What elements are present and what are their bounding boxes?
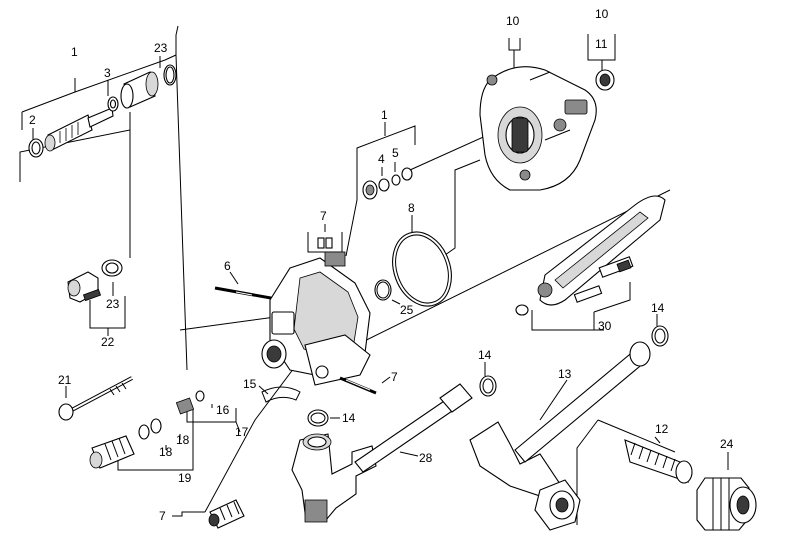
label-part-15: 15 [243, 377, 257, 391]
label-part-28: 28 [419, 451, 433, 465]
part-23-sleeve [120, 64, 177, 109]
part-18-19-cartridge [89, 418, 162, 469]
label-part-4: 4 [378, 152, 385, 166]
main-housing [261, 251, 371, 386]
part-25-o-ring [374, 279, 392, 301]
part-12-filter [624, 439, 693, 484]
label-part-24: 24 [720, 437, 734, 451]
label-part-18: 18 [176, 433, 190, 447]
leader-lines [19, 25, 729, 525]
part-14-ring-right [651, 325, 669, 347]
label-part-21: 21 [58, 373, 72, 387]
label-part-1: 1 [381, 108, 388, 122]
part-7-pin-right [339, 376, 377, 395]
part-28-pipe-tee [291, 383, 473, 523]
part-30-trigger-lever [515, 195, 666, 316]
label-part-7: 7 [159, 509, 166, 523]
label-part-14: 14 [651, 301, 665, 315]
part-1-center-valve [362, 167, 413, 200]
part-8-o-ring [392, 231, 452, 307]
part-11-seal [595, 69, 615, 91]
part-7-springs [317, 237, 333, 249]
label-part-19: 19 [178, 471, 192, 485]
part-2-ring [28, 138, 44, 158]
label-part-17: 17 [235, 425, 249, 439]
label-part-1: 1 [71, 45, 78, 59]
label-part-16: 16 [216, 403, 230, 417]
label-part-3: 3 [104, 66, 111, 80]
part-22-assembly [67, 259, 123, 303]
label-part-11: 11 [595, 37, 608, 51]
label-part-8: 8 [408, 201, 415, 215]
label-part-30: 30 [598, 319, 612, 333]
label-part-10: 10 [595, 7, 609, 21]
label-part-2: 2 [29, 113, 36, 127]
label-part-23: 23 [106, 297, 120, 311]
label-part-23: 23 [154, 41, 168, 55]
part-10-pump-head [479, 66, 597, 191]
part-24-coupling [696, 477, 757, 531]
label-part-12: 12 [655, 422, 669, 436]
part-14-ring-mid [479, 375, 497, 397]
part-7-cartridge-bottom [208, 499, 245, 529]
label-part-13: 13 [558, 367, 572, 381]
part-21-bolt [58, 376, 133, 421]
part-16-17-fittings [175, 390, 205, 415]
label-part-10: 10 [506, 14, 520, 28]
part-14-ring-center [307, 409, 329, 427]
label-part-14: 14 [478, 348, 492, 362]
label-part-7: 7 [391, 370, 398, 384]
part-3-washer [107, 96, 119, 112]
part-labels: 1 23 3 2 10 10 11 1 4 5 8 7 6 23 25 30 1… [29, 7, 734, 523]
label-part-14: 14 [342, 411, 356, 425]
part-15-clip [261, 386, 301, 403]
label-part-18: 18 [159, 445, 173, 459]
label-part-25: 25 [400, 303, 414, 317]
part-1-valve-spool [44, 107, 114, 152]
label-part-5: 5 [392, 146, 399, 160]
label-part-6: 6 [224, 259, 231, 273]
part-13-lance-tube [469, 341, 651, 531]
label-part-7: 7 [320, 209, 327, 223]
label-part-22: 22 [101, 335, 115, 349]
